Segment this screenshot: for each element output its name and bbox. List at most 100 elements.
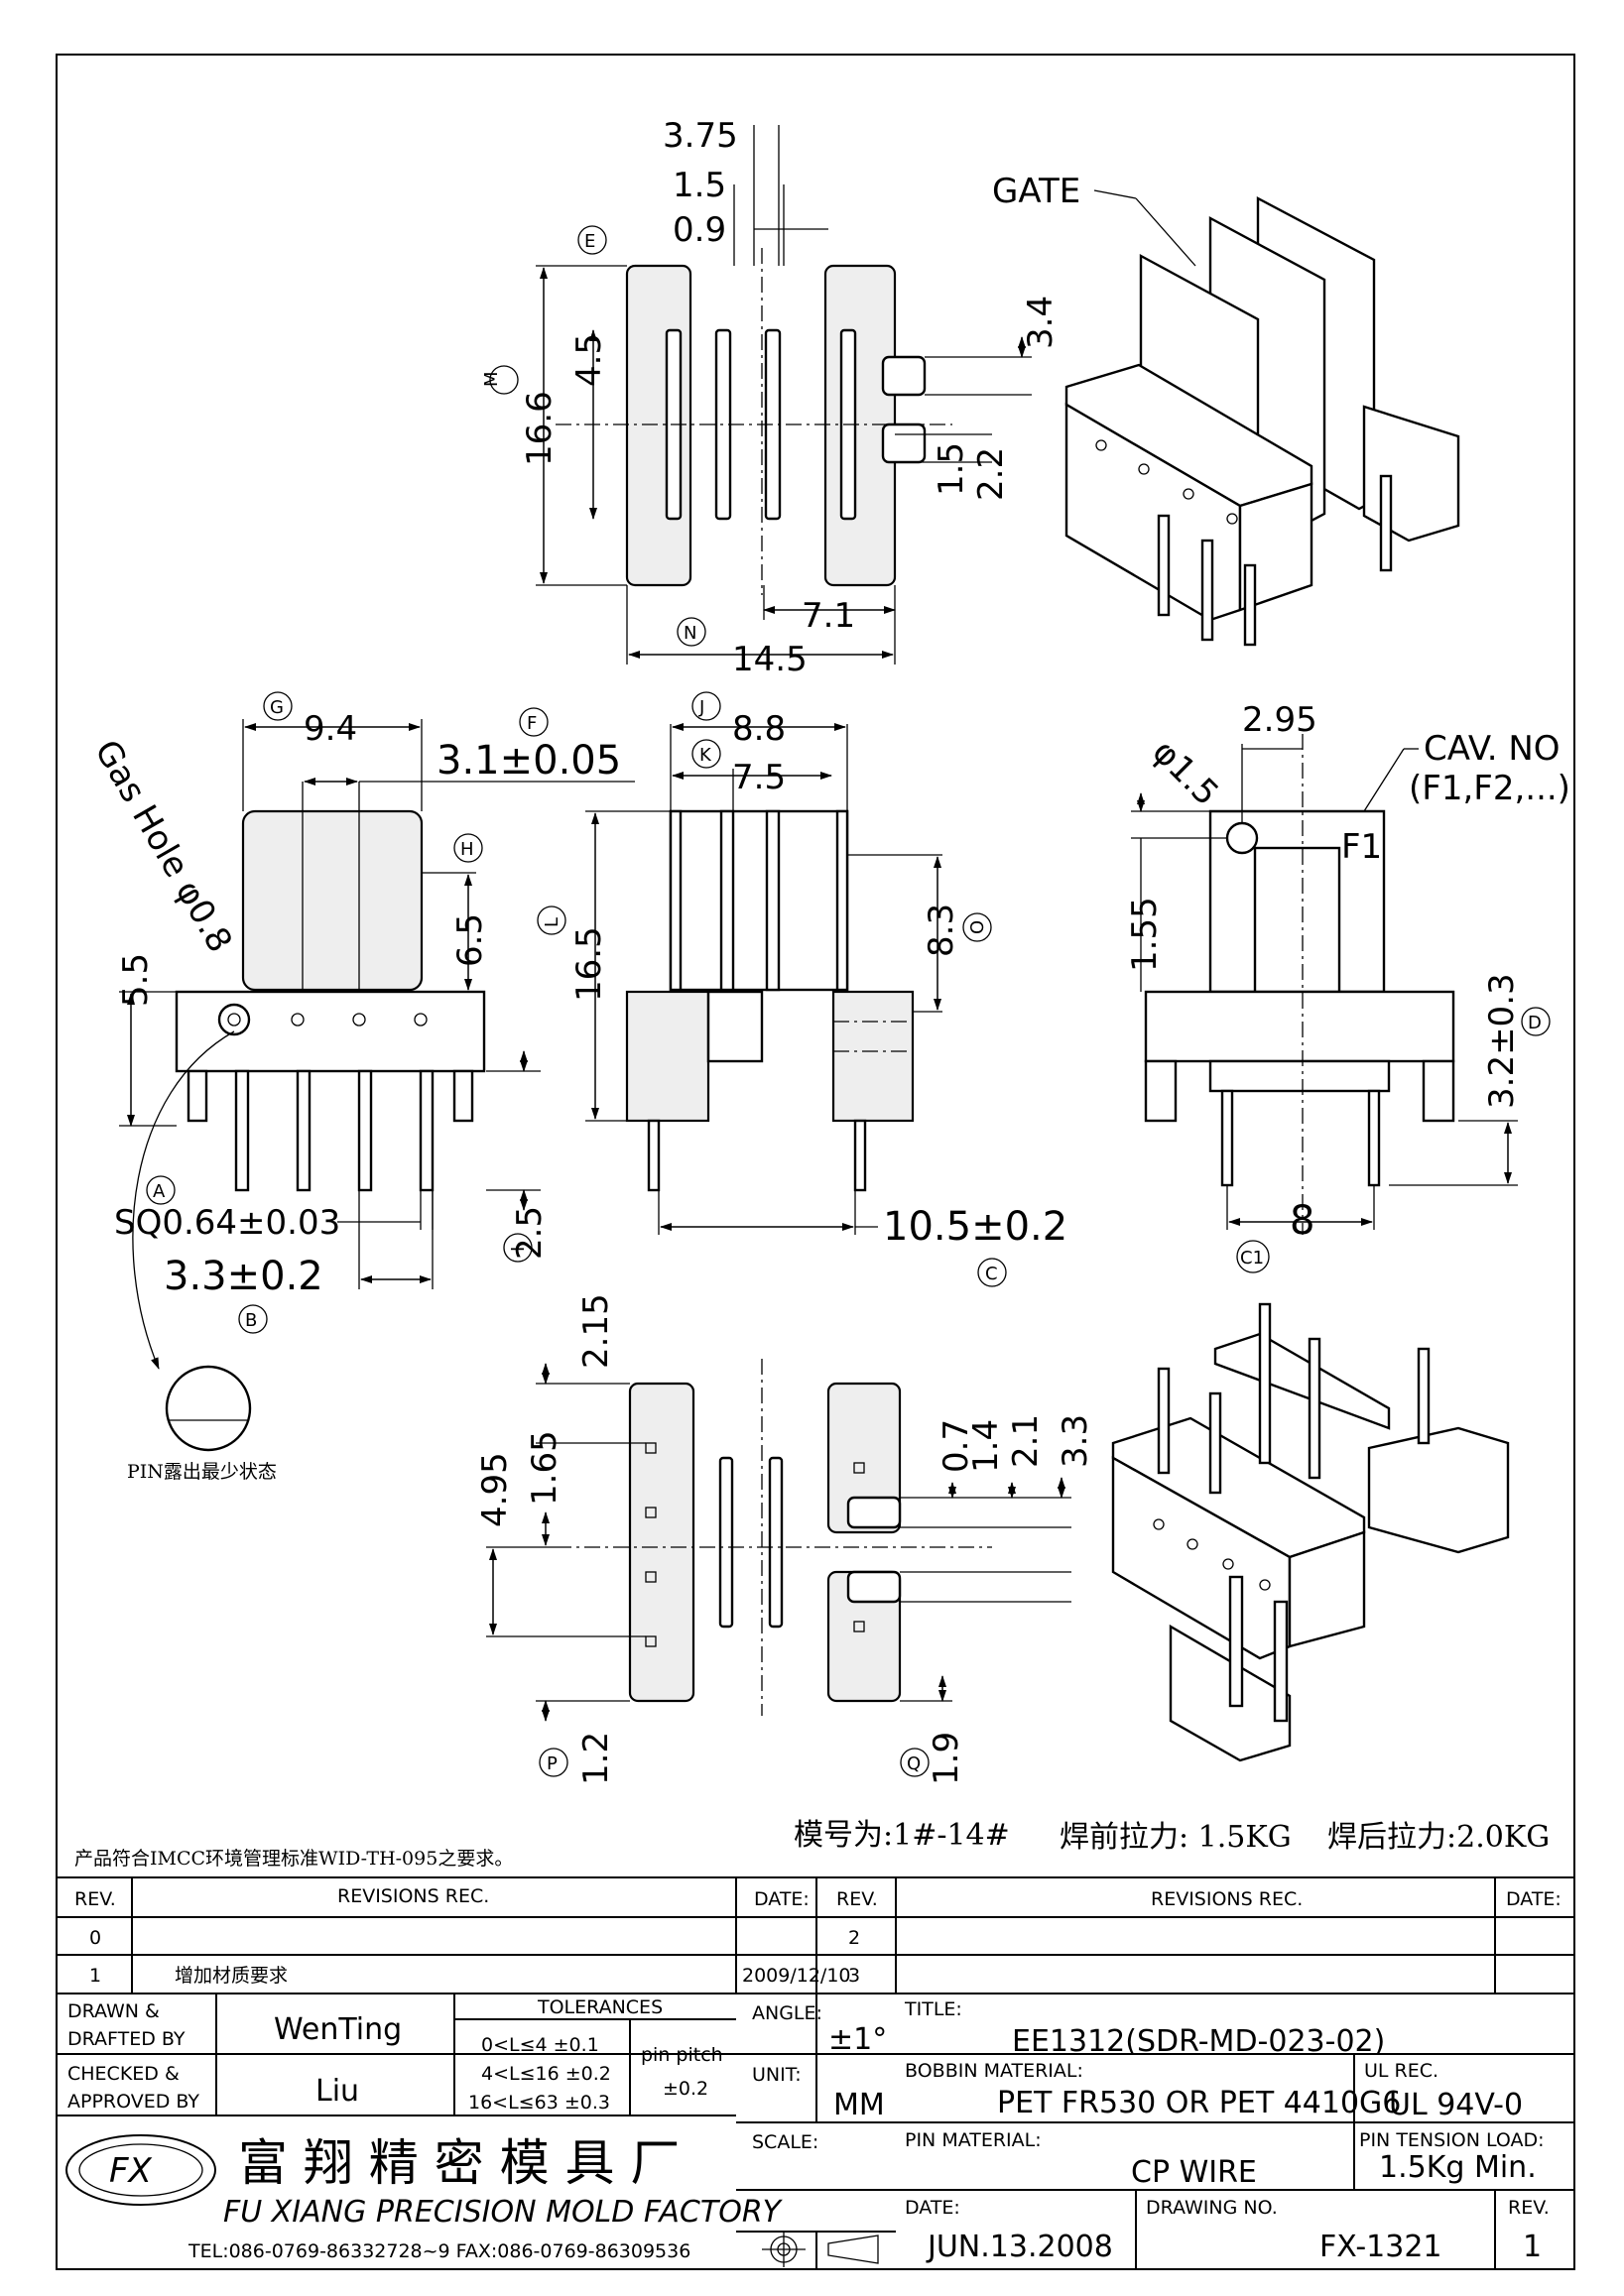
pin-tension-label: PIN TENSION LOAD: [1359, 2129, 1545, 2151]
drawn-label-2: DRAFTED BY [67, 2028, 186, 2050]
pull-before-note: 焊前拉力: 1.5KG [1060, 1820, 1292, 1855]
ref-k: K [699, 745, 712, 766]
date-label: DATE: [905, 2197, 960, 2219]
top-view: 3.75 1.5 0.9 4.5 3.4 16.6 1.5 2.2 7.1 14… [481, 116, 1061, 679]
dim-1-55: 1.55 [1125, 897, 1165, 972]
drawn-label-1: DRAWN & [67, 2000, 160, 2022]
gate-label: GATE [992, 172, 1080, 211]
scale-label: SCALE: [752, 2131, 818, 2153]
rev-header-6: DATE: [1506, 1888, 1562, 1910]
pin-section-icon [165, 1365, 252, 1452]
ref-f: F [527, 713, 537, 734]
pin-tension-value: 1.5Kg Min. [1379, 2150, 1537, 2185]
ref-h: H [460, 839, 474, 860]
ref-p: P [547, 1753, 558, 1774]
cav-no-label: CAV. NO [1424, 729, 1561, 769]
dim-3-75: 3.75 [663, 116, 738, 156]
dim-6-5: 6.5 [450, 913, 490, 967]
rev-header-2: REVISIONS REC. [337, 1885, 489, 1907]
ul-value: UL 94V-0 [1389, 2088, 1523, 2122]
dim-1-2: 1.2 [576, 1732, 616, 1785]
ref-i: I [508, 1247, 529, 1252]
dim-0-9: 0.9 [673, 210, 726, 250]
ref-m: M [481, 371, 502, 387]
ref-c1: C1 [1240, 1248, 1264, 1269]
dim-14-5: 14.5 [732, 640, 808, 679]
isometric-view-bottom [1111, 1302, 1510, 1762]
rev-label: REV. [1508, 2197, 1550, 2219]
rev-row-1-rev: 1 [89, 1965, 101, 1987]
drawn-by: WenTing [274, 2012, 402, 2047]
drawing-no-value: FX-1321 [1319, 2230, 1442, 2264]
dim-3-1: 3.1±0.05 [437, 738, 621, 784]
pin-pitch-value: ±0.2 [663, 2078, 708, 2100]
end-view: F1 2.95 φ1.5 1.55 3.2±0.3 8 CAV. NO (F1,… [1125, 700, 1570, 1273]
unit-label: UNIT: [752, 2064, 802, 2086]
company-logo: FX [65, 2134, 216, 2206]
dim-4-95: 4.95 [475, 1452, 515, 1527]
ref-o: O [967, 920, 988, 934]
dim-8-3: 8.3 [922, 904, 961, 957]
revisions-table: REV. REVISIONS REC. DATE: REV. REVISIONS… [57, 1876, 1574, 1994]
ul-label: UL REC. [1364, 2060, 1438, 2082]
tol-row-2: 4<L≤16 ±0.2 [481, 2063, 611, 2085]
title-label: TITLE: [904, 1998, 962, 2020]
bobbin-label: BOBBIN MATERIAL: [905, 2060, 1083, 2082]
isometric-view-top: GATE [992, 172, 1460, 647]
checked-label-2: APPROVED BY [67, 2091, 199, 2113]
rev-value: 1 [1523, 2230, 1542, 2264]
dim-8-8: 8.8 [732, 709, 786, 749]
ref-g: G [270, 697, 284, 718]
dim-1-5-top: 1.5 [673, 166, 726, 205]
cav-no-list: (F1,F2,...) [1409, 769, 1570, 808]
company-contact: TEL:086-0769-86332728~9 FAX:086-0769-863… [187, 2240, 690, 2262]
pin-note: PIN露出最少状态 [127, 1461, 277, 1483]
rev-row-1-rec: 增加材质要求 [175, 1965, 288, 1987]
ref-e: E [584, 231, 595, 252]
rev-header-3: DATE: [754, 1888, 810, 1910]
dim-1-9: 1.9 [927, 1732, 966, 1785]
dim-phi-1-5: φ1.5 [1145, 732, 1226, 813]
ref-n: N [684, 623, 696, 644]
side-view: 8.8 7.5 16.5 8.3 10.5±0.2 J K L O C [537, 691, 1067, 1287]
dim-9-4: 9.4 [304, 709, 357, 749]
tol-row-3: 16<L≤63 ±0.3 [468, 2092, 610, 2114]
drawing-no-label: DRAWING NO. [1146, 2197, 1278, 2219]
dim-5-5: 5.5 [116, 953, 156, 1007]
dim-7-5: 7.5 [732, 758, 786, 797]
title-block: DRAWN & DRAFTED BY WenTing CHECKED & APP… [57, 1994, 1574, 2269]
dim-2-2: 2.2 [971, 447, 1011, 501]
date-value: JUN.13.2008 [926, 2230, 1113, 2264]
angle-label: ANGLE: [752, 2002, 822, 2024]
dim-1-4: 1.4 [966, 1419, 1006, 1473]
imcc-note: 产品符合IMCC环境管理标准WID-TH-095之要求。 [74, 1848, 513, 1870]
tolerances-label: TOLERANCES [537, 1996, 663, 2018]
checked-label-1: CHECKED & [67, 2063, 180, 2085]
ref-d: D [1528, 1013, 1542, 1033]
ref-b: B [245, 1310, 257, 1331]
title-value: EE1312(SDR-MD-023-02) [1012, 2024, 1385, 2059]
gas-hole-label: Gas Hole φ0.8 [86, 734, 240, 960]
rev-row-1-rev2: 3 [848, 1965, 860, 1987]
rev-header-5: REVISIONS REC. [1151, 1888, 1303, 1910]
dim-7-1: 7.1 [802, 596, 855, 636]
dim-sq064: SQ0.64±0.03 [114, 1203, 340, 1243]
company-en: FU XIANG PRECISION MOLD FACTORY [223, 2195, 784, 2230]
checked-by: Liu [315, 2074, 359, 2109]
unit-value: MM [833, 2088, 885, 2122]
dim-16-6: 16.6 [520, 391, 560, 466]
dim-3-3: 3.3 [1056, 1414, 1095, 1468]
pin-material-label: PIN MATERIAL: [905, 2129, 1042, 2151]
rev-row-1-date: 2009/12/10 [742, 1965, 851, 1987]
dim-3-4: 3.4 [1021, 296, 1061, 349]
dim-3-2: 3.2±0.3 [1482, 973, 1522, 1109]
projection-symbol-icon [762, 2232, 879, 2267]
dim-0-7: 0.7 [937, 1419, 976, 1473]
dim-2-95: 2.95 [1242, 700, 1317, 740]
dim-16-5: 16.5 [569, 926, 609, 1002]
ref-l: L [542, 917, 562, 927]
model-note: 模号为:1#-14# [794, 1818, 1010, 1853]
dim-1-5-side: 1.5 [932, 442, 971, 496]
bottom-view: 2.15 4.95 1.65 1.2 0.7 1.4 2.1 3.3 1.9 P… [475, 1293, 1095, 1785]
